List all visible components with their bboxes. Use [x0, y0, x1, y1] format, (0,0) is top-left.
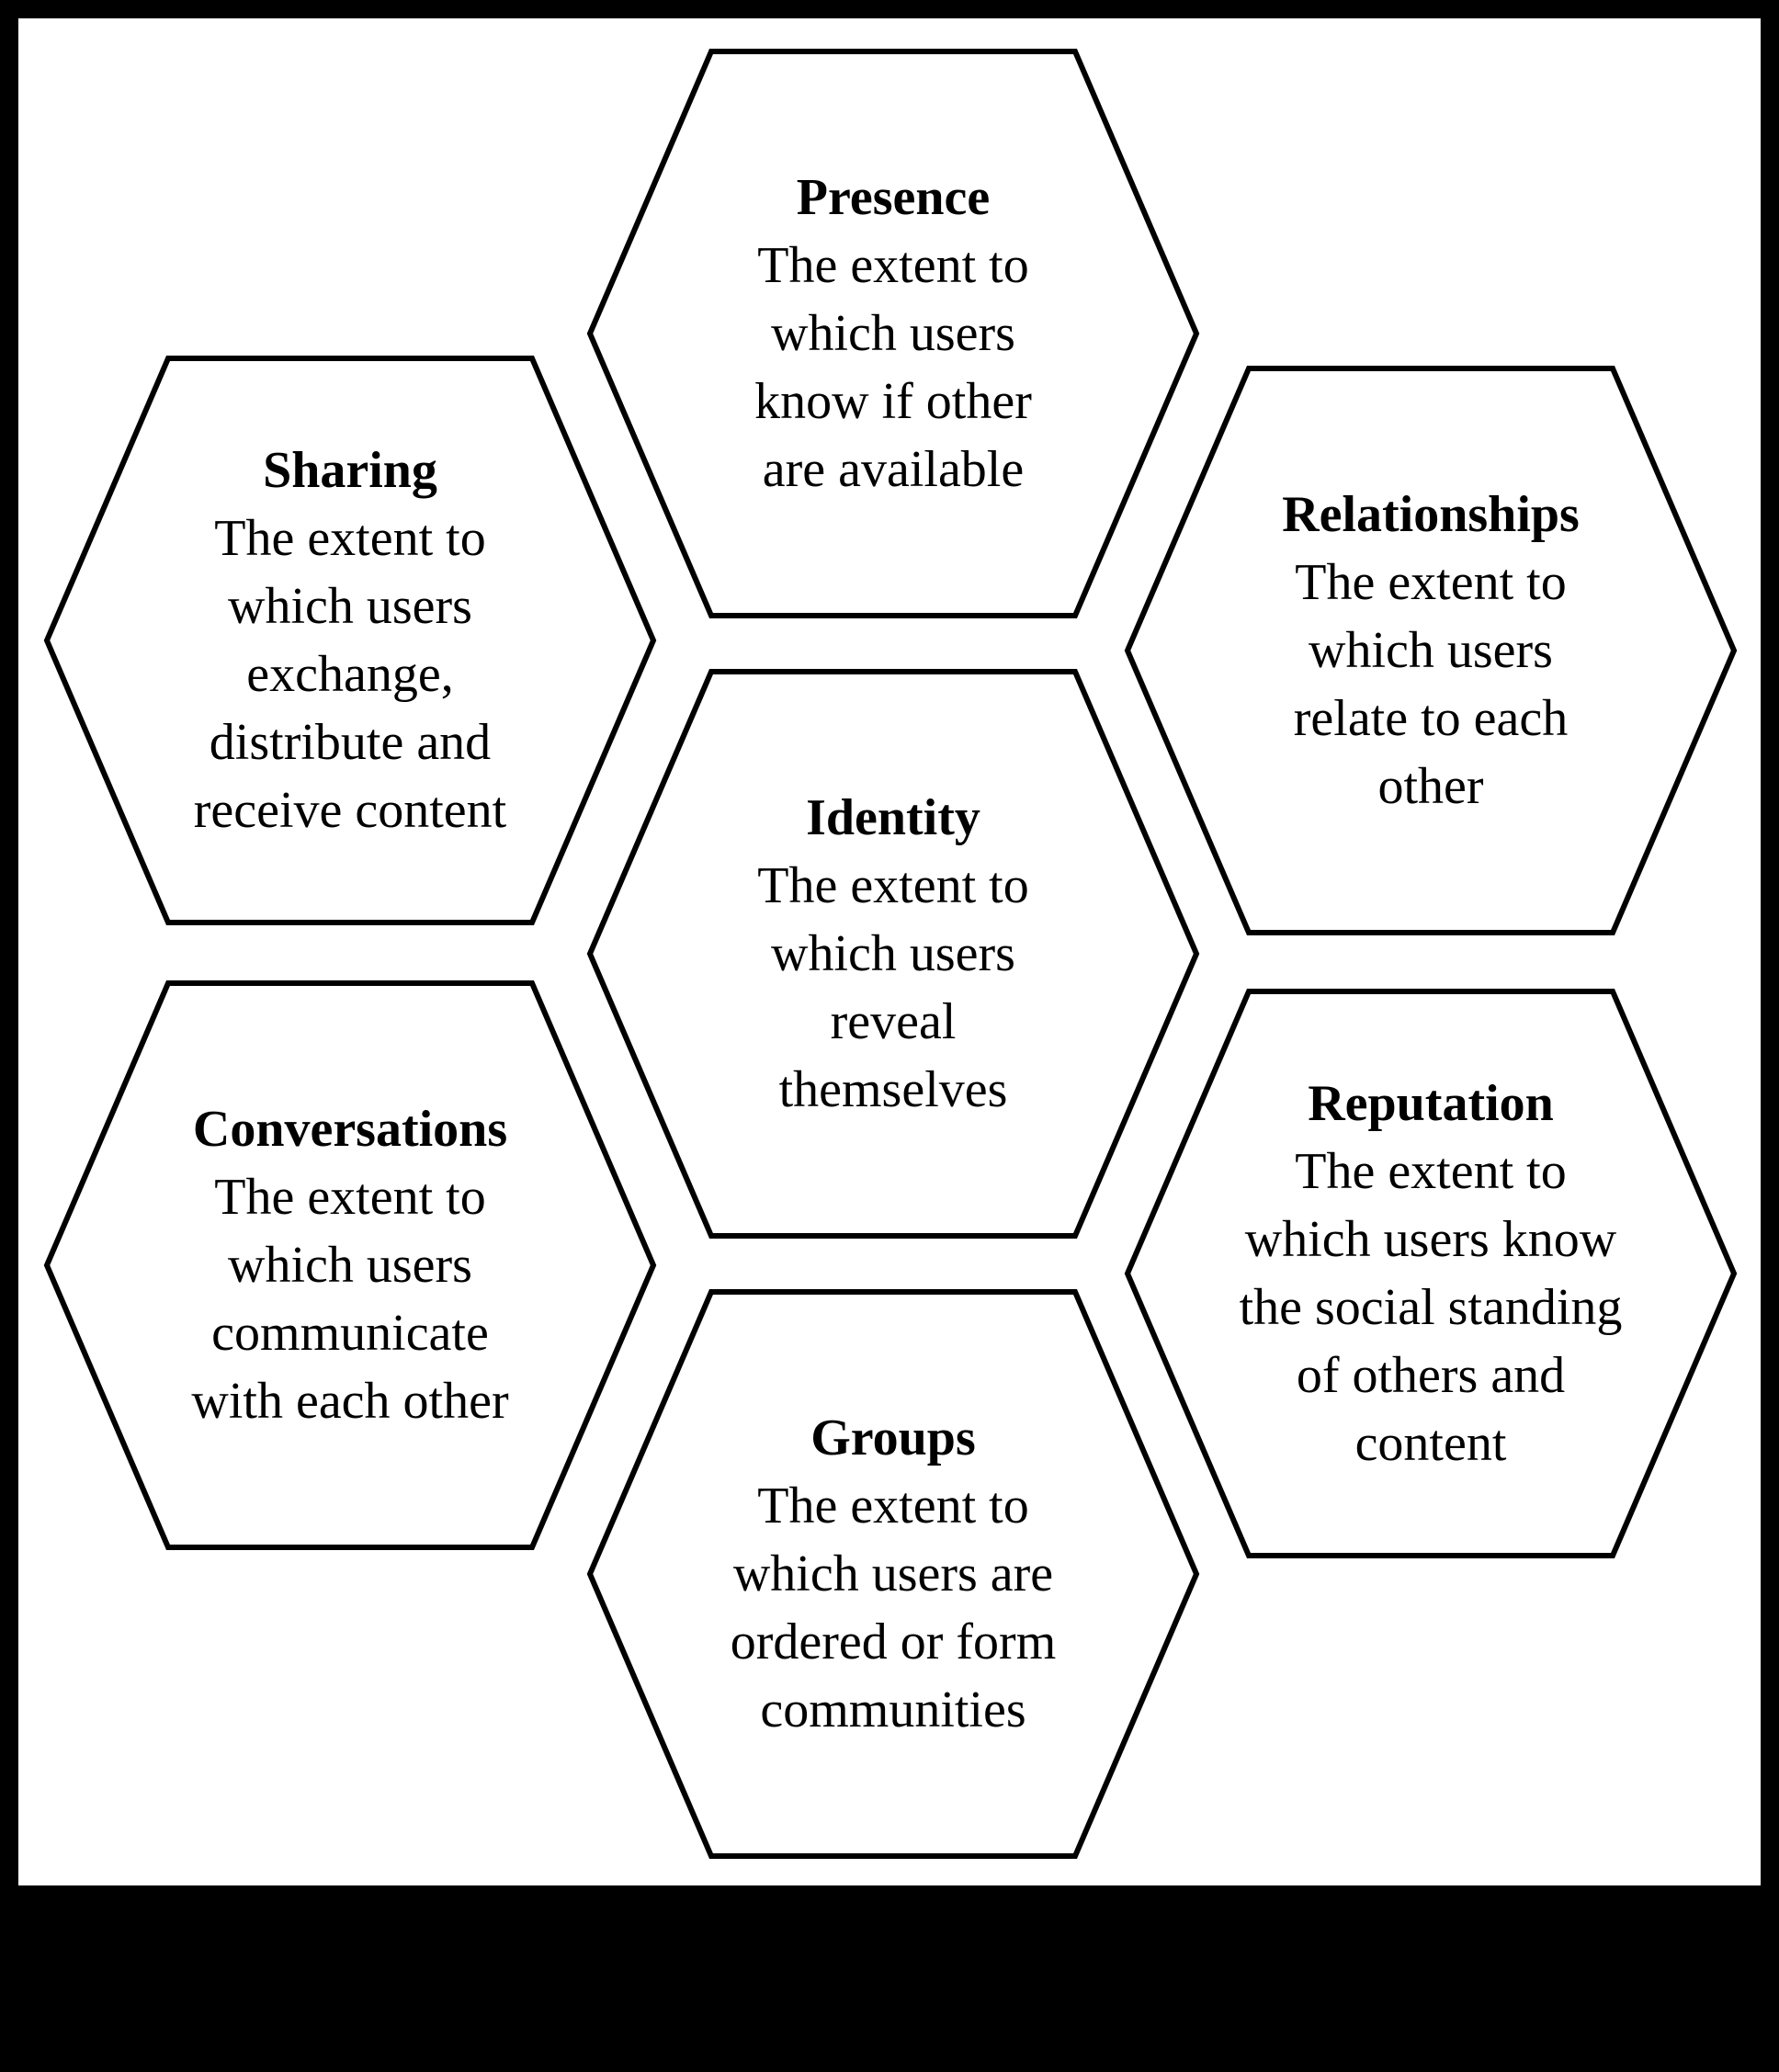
- hexagon-groups-title: Groups: [810, 1410, 975, 1466]
- hexagon-conversations-description-line: with each other: [191, 1373, 509, 1430]
- hexagon-presence-description-line: know if other: [754, 373, 1032, 430]
- hexagon-presence-description-line: The extent to: [757, 237, 1028, 294]
- hexagon-groups-description-line: communities: [760, 1681, 1025, 1738]
- hexagon-relationships-description-line: The extent to: [1295, 554, 1566, 611]
- hexagon-reputation-description-line: The extent to: [1295, 1143, 1566, 1200]
- hexagon-presence-description-line: which users: [771, 305, 1015, 362]
- hexagon-groups-shape: [586, 1289, 1200, 1859]
- hexagon-relationships-description-line: relate to each: [1294, 690, 1568, 747]
- hexagon-sharing-shape: [43, 356, 657, 925]
- hexagon-sharing-description-line: which users: [228, 578, 472, 635]
- hexagon-reputation-description-line: which users know: [1245, 1211, 1617, 1268]
- hexagon-conversations-shape: [43, 980, 657, 1550]
- hexagon-identity-title: Identity: [806, 789, 980, 846]
- hexagon-identity-description-line: The extent to: [757, 857, 1028, 914]
- hexagon-identity-description-line: themselves: [779, 1061, 1008, 1118]
- hexagon-reputation-description-line: content: [1355, 1415, 1507, 1472]
- hexagon-groups-description-line: The extent to: [757, 1478, 1028, 1534]
- hexagon-presence-title: Presence: [797, 169, 990, 226]
- hexagon-sharing-description-line: exchange,: [246, 646, 453, 703]
- hexagon-groups-description-line: which users are: [733, 1546, 1053, 1602]
- hexagon-presence-shape: [586, 49, 1200, 618]
- hexagon-reputation-description-line: the social standing: [1240, 1279, 1623, 1336]
- hexagon-sharing-description-line: distribute and: [210, 714, 491, 771]
- hexagon-conversations-description-line: The extent to: [214, 1169, 485, 1226]
- hexagon-presence-description-line: are available: [763, 441, 1024, 498]
- hexagon-sharing-title: Sharing: [263, 442, 437, 499]
- hexagon-relationships-description-line: which users: [1309, 622, 1553, 679]
- hexagon-sharing-description-line: receive content: [194, 782, 507, 839]
- hexagon-reputation-description-line: of others and: [1297, 1347, 1565, 1404]
- hexagon-identity-description-line: reveal: [831, 993, 957, 1050]
- hexagon-conversations-title: Conversations: [193, 1101, 507, 1158]
- hexagon-sharing-description-line: The extent to: [214, 510, 485, 567]
- hexagon-reputation-title: Reputation: [1308, 1075, 1554, 1132]
- hexagon-relationships-title: Relationships: [1282, 486, 1580, 543]
- hexagon-identity-description-line: which users: [771, 925, 1015, 982]
- hexagon-conversations-description-line: which users: [228, 1237, 472, 1294]
- hexagon-reputation-shape: [1124, 989, 1738, 1558]
- hexagon-identity-shape: [586, 669, 1200, 1239]
- hexagon-conversations-description-line: communicate: [211, 1305, 489, 1362]
- hexagon-relationships-shape: [1124, 366, 1738, 935]
- hexagon-groups-description-line: ordered or form: [731, 1613, 1057, 1670]
- hexagon-relationships-description-line: other: [1377, 758, 1483, 815]
